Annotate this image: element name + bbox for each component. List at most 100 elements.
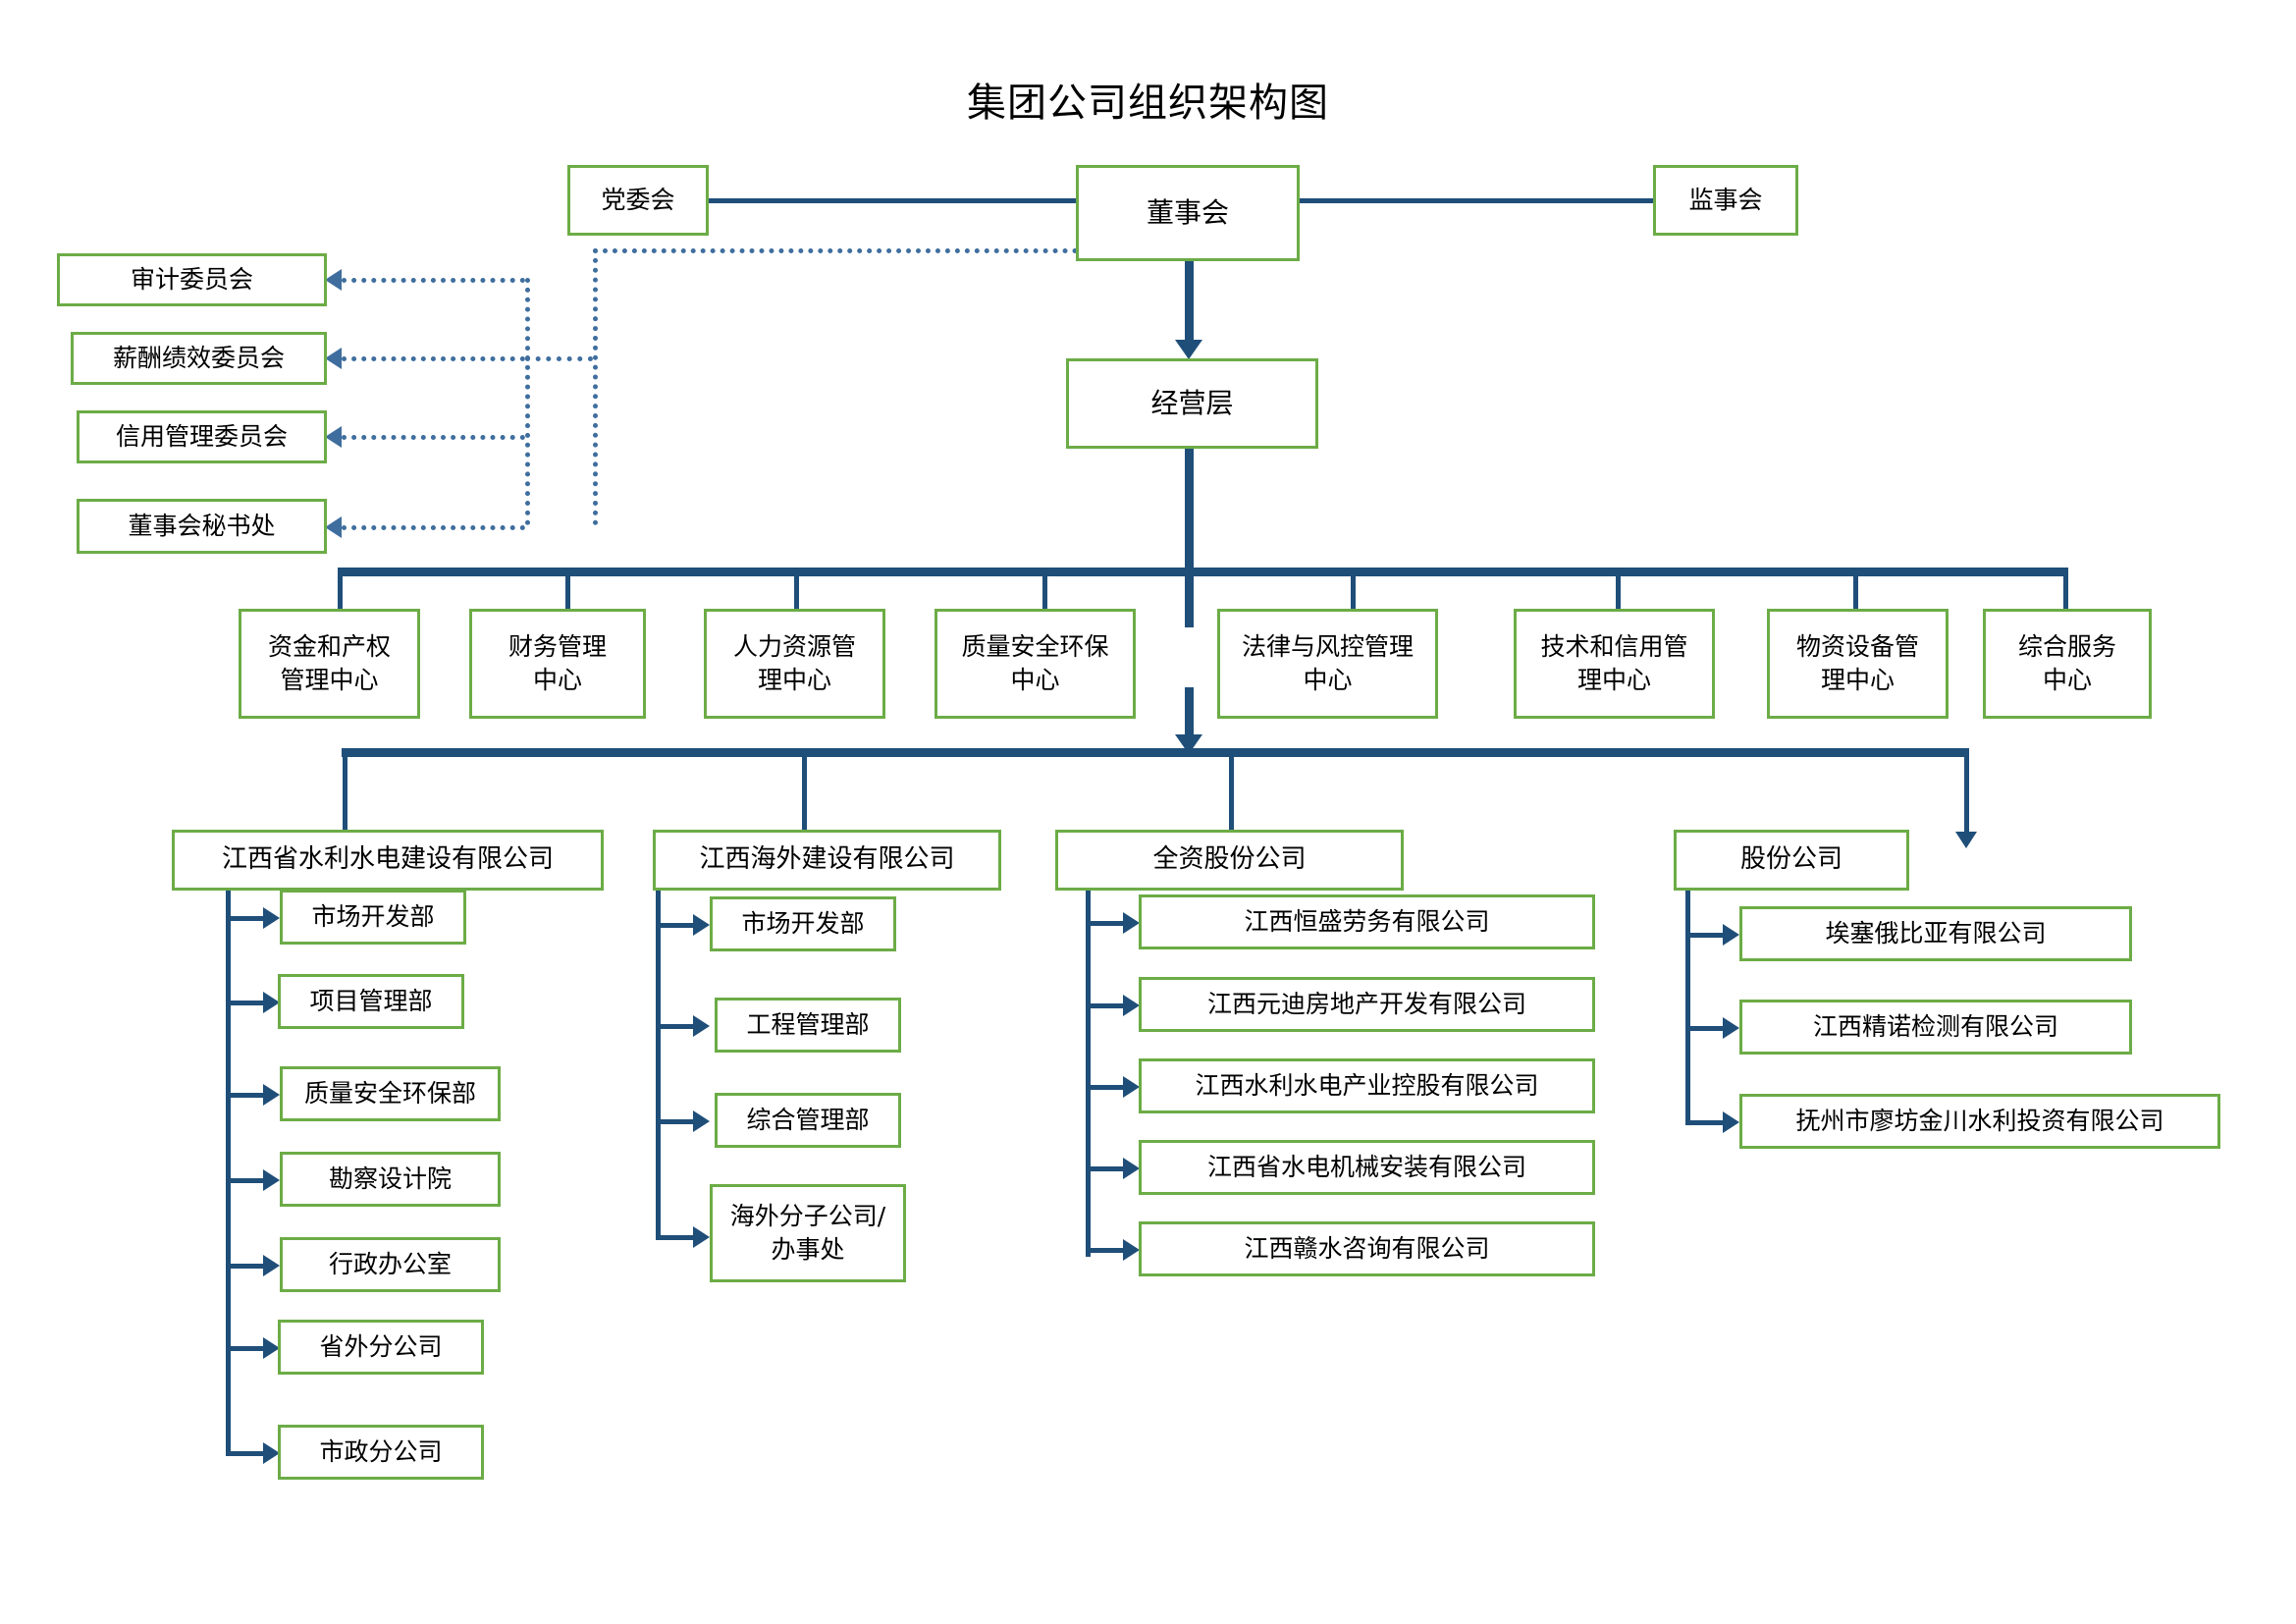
- node-dept-market-development-1[interactable]: 市场开发部: [280, 890, 466, 945]
- connector-board-to-management: [1185, 261, 1194, 350]
- node-management-layer[interactable]: 经营层: [1066, 358, 1318, 449]
- node-company-yuandi-real-estate[interactable]: 江西元迪房地产开发有限公司: [1139, 977, 1595, 1032]
- node-company-liaofang-jinchuan-water-investment[interactable]: 抚州市廖坊金川水利投资有限公司: [1739, 1094, 2220, 1149]
- arrowhead-col2-1: [693, 914, 710, 936]
- connector-management-down: [1185, 449, 1194, 627]
- arrowhead-col3-4: [1123, 1158, 1140, 1179]
- node-label: 江西海外建设有限公司: [699, 844, 955, 875]
- node-committee-audit[interactable]: 审计委员会: [57, 253, 327, 306]
- node-subsidiary-wholly-owned[interactable]: 全资股份公司: [1055, 830, 1404, 891]
- node-label: 市政分公司: [319, 1437, 443, 1466]
- node-committee-compensation[interactable]: 薪酬绩效委员会: [71, 332, 327, 385]
- node-dept-market-development-2[interactable]: 市场开发部: [710, 896, 896, 951]
- node-company-hydropower-machinery-installation[interactable]: 江西省水电机械安装有限公司: [1139, 1140, 1595, 1195]
- connector-subsidiary-drop-1: [343, 748, 347, 841]
- node-dept-general-management[interactable]: 综合管理部: [715, 1093, 901, 1148]
- node-company-ethiopia[interactable]: 埃塞俄比亚有限公司: [1739, 906, 2132, 961]
- node-dept-overseas-branch-office[interactable]: 海外分子公司/ 办事处: [710, 1184, 906, 1282]
- arrowhead-col1-6: [263, 1337, 280, 1359]
- node-committee-secretariat[interactable]: 董事会秘书处: [77, 499, 327, 554]
- node-label: 江西省水电机械安装有限公司: [1206, 1153, 1526, 1181]
- node-label: 勘察设计院: [328, 1164, 452, 1193]
- node-board-of-supervisors[interactable]: 监事会: [1653, 165, 1798, 236]
- node-dept-out-of-province-branch[interactable]: 省外分公司: [278, 1320, 484, 1375]
- connector-subsidiary-drop-3: [1229, 748, 1234, 841]
- node-label: 江西省水利水电建设有限公司: [221, 844, 554, 875]
- node-label: 董事会秘书处: [128, 512, 276, 540]
- node-dept-quality-safety-environment[interactable]: 质量安全环保部: [280, 1066, 501, 1121]
- arrowhead-col1-3: [263, 1084, 280, 1106]
- arrowhead-audit: [325, 269, 342, 291]
- node-label: 江西元迪房地产开发有限公司: [1206, 990, 1526, 1018]
- node-committee-credit[interactable]: 信用管理委员会: [77, 410, 327, 463]
- node-center-general-services[interactable]: 综合服务 中心: [1983, 609, 2152, 719]
- node-company-water-power-industry-holding[interactable]: 江西水利水电产业控股有限公司: [1139, 1058, 1595, 1113]
- arrowhead-col2-2: [693, 1015, 710, 1037]
- node-label: 股份公司: [1739, 844, 1842, 875]
- node-board-of-directors[interactable]: 董事会: [1076, 165, 1300, 261]
- connector-party-to-board: [709, 198, 1076, 203]
- connector-col1-branch-4: [226, 1178, 270, 1183]
- node-center-legal-risk-control[interactable]: 法律与风控管理 中心: [1217, 609, 1438, 719]
- node-label: 全资股份公司: [1152, 844, 1307, 875]
- connector-col1-branch-5: [226, 1264, 270, 1269]
- node-company-ganshui-consulting[interactable]: 江西赣水咨询有限公司: [1139, 1221, 1595, 1276]
- node-label: 综合管理部: [746, 1106, 870, 1134]
- arrowhead-management-layer: [1175, 340, 1202, 359]
- arrowhead-col1-5: [263, 1255, 280, 1276]
- node-label: 物资设备管 理中心: [1795, 632, 1919, 694]
- node-label: 海外分子公司/ 办事处: [729, 1202, 886, 1264]
- node-dept-project-management[interactable]: 项目管理部: [278, 974, 464, 1029]
- node-center-technology-credit[interactable]: 技术和信用管 理中心: [1514, 609, 1715, 719]
- node-subsidiary-jiangxi-water-power[interactable]: 江西省水利水电建设有限公司: [172, 830, 604, 891]
- node-label: 审计委员会: [130, 265, 253, 294]
- connector-col3-branch-2: [1086, 1003, 1130, 1008]
- node-label: 市场开发部: [311, 902, 435, 931]
- connector-col1-branch-1: [226, 916, 270, 921]
- node-subsidiary-shareholding[interactable]: 股份公司: [1674, 830, 1909, 891]
- node-label: 工程管理部: [746, 1010, 870, 1039]
- node-label: 省外分公司: [319, 1332, 443, 1361]
- connector-subsidiary-drop-2: [802, 748, 807, 841]
- node-center-human-resources[interactable]: 人力资源管 理中心: [704, 609, 885, 719]
- arrowhead-subsidiary-4: [1955, 832, 1977, 848]
- dotted-trunk-horizontal: [593, 248, 1078, 253]
- node-dept-municipal-branch[interactable]: 市政分公司: [278, 1425, 484, 1480]
- node-center-finance[interactable]: 财务管理 中心: [469, 609, 646, 719]
- node-label: 薪酬绩效委员会: [112, 344, 285, 372]
- connector-col4-spine: [1685, 891, 1690, 1124]
- node-center-capital-equity[interactable]: 资金和产权 管理中心: [239, 609, 420, 719]
- node-company-hengsheng-labor[interactable]: 江西恒盛劳务有限公司: [1139, 894, 1595, 949]
- dotted-trunk-vertical: [593, 248, 598, 525]
- connector-col1-branch-6: [226, 1346, 270, 1351]
- node-label: 市场开发部: [741, 909, 865, 938]
- dotted-link-secretariat: [342, 525, 525, 530]
- arrowhead-secretariat: [325, 516, 342, 538]
- node-dept-engineering-management[interactable]: 工程管理部: [715, 998, 901, 1053]
- node-label: 质量安全环保部: [303, 1079, 476, 1108]
- node-label: 董事会: [1146, 196, 1229, 230]
- node-label: 江西赣水咨询有限公司: [1244, 1234, 1490, 1263]
- connector-col3-branch-5: [1086, 1248, 1130, 1253]
- node-dept-administration-office[interactable]: 行政办公室: [280, 1237, 501, 1292]
- connector-col2-branch-2: [656, 1024, 700, 1029]
- dotted-link-audit: [342, 278, 525, 283]
- arrowhead-col1-7: [263, 1442, 280, 1464]
- node-subsidiary-jiangxi-overseas[interactable]: 江西海外建设有限公司: [653, 830, 1001, 891]
- node-dept-survey-design-institute[interactable]: 勘察设计院: [280, 1152, 501, 1207]
- node-label: 人力资源管 理中心: [732, 632, 856, 694]
- connector-centers-bus: [342, 568, 2067, 576]
- connector-col2-branch-4: [656, 1235, 700, 1240]
- node-party-committee[interactable]: 党委会: [567, 165, 709, 236]
- node-label: 江西恒盛劳务有限公司: [1244, 907, 1490, 936]
- arrowhead-col3-1: [1123, 912, 1140, 934]
- node-center-materials-equipment[interactable]: 物资设备管 理中心: [1767, 609, 1949, 719]
- node-label: 项目管理部: [309, 987, 433, 1015]
- page-title: 集团公司组织架构图: [967, 81, 1329, 126]
- node-center-quality-safety-environment[interactable]: 质量安全环保 中心: [934, 609, 1136, 719]
- connector-col4-branch-2: [1685, 1026, 1730, 1031]
- dotted-link-compensation: [342, 356, 525, 361]
- arrowhead-col1-2: [263, 992, 280, 1013]
- node-label: 信用管理委员会: [115, 422, 288, 451]
- node-company-jingnuo-testing[interactable]: 江西精诺检测有限公司: [1739, 1000, 2132, 1055]
